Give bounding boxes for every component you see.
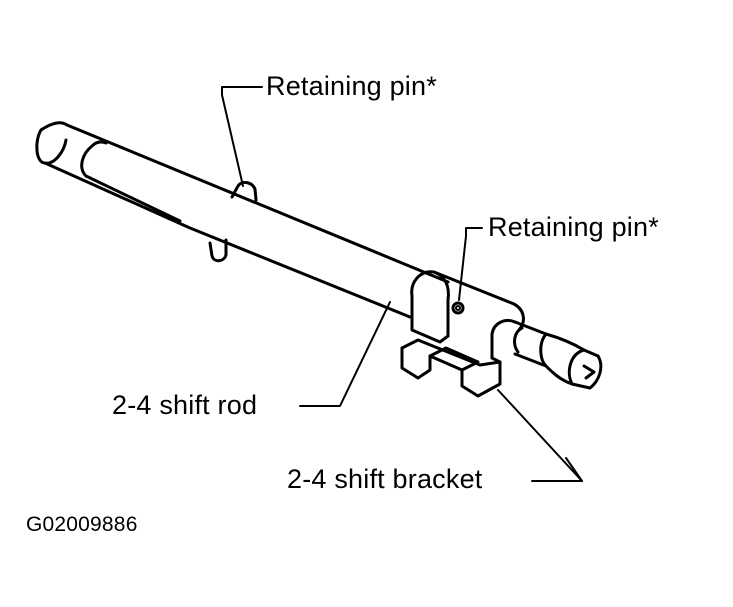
bracket-pin-hole-inner <box>455 305 461 311</box>
shift-bracket-drawing <box>400 270 525 398</box>
leader-lines <box>221 86 583 482</box>
rod-top-edge <box>39 121 450 284</box>
bracket-fork-slot <box>428 346 480 372</box>
label-shift-rod: 2-4 shift rod <box>112 390 258 420</box>
rod-tip-upper <box>513 320 600 358</box>
bracket-pin-hole <box>451 301 465 315</box>
rod-end-cap <box>35 128 68 165</box>
shift-rod-drawing <box>35 121 450 319</box>
bracket-collar-curve <box>432 270 450 338</box>
label-shift-bracket: 2-4 shift bracket <box>287 464 483 494</box>
rod-tip-groove <box>513 326 548 368</box>
rod-tip-drawing <box>513 320 603 390</box>
rod-tip-lower <box>513 352 592 390</box>
rod-pin-stub-top <box>230 180 258 202</box>
rod-pin-stub-bottom <box>208 238 228 263</box>
leader-bracket-2 <box>565 457 583 482</box>
rod-shoulder <box>80 140 108 178</box>
bracket-collar-top <box>410 270 525 332</box>
label-retaining-pin-right: Retaining pin* <box>488 212 659 242</box>
bracket-fork <box>400 346 502 398</box>
leader-bracket-1 <box>497 389 583 482</box>
bracket-collar-front <box>410 294 450 344</box>
leader-pin-right <box>458 227 483 301</box>
bracket-fork-top <box>400 338 502 367</box>
label-retaining-pin-top: Retaining pin* <box>266 71 437 101</box>
leader-pin-top <box>221 86 263 187</box>
figure-code: G02009886 <box>26 513 138 536</box>
rod-tip-end <box>567 348 603 390</box>
leader-rod <box>299 301 391 407</box>
bracket-side <box>490 319 517 360</box>
rod-shoulder-lower <box>84 174 182 223</box>
rod-bottom-edge <box>43 161 412 319</box>
rod-tip-notch <box>582 364 596 380</box>
